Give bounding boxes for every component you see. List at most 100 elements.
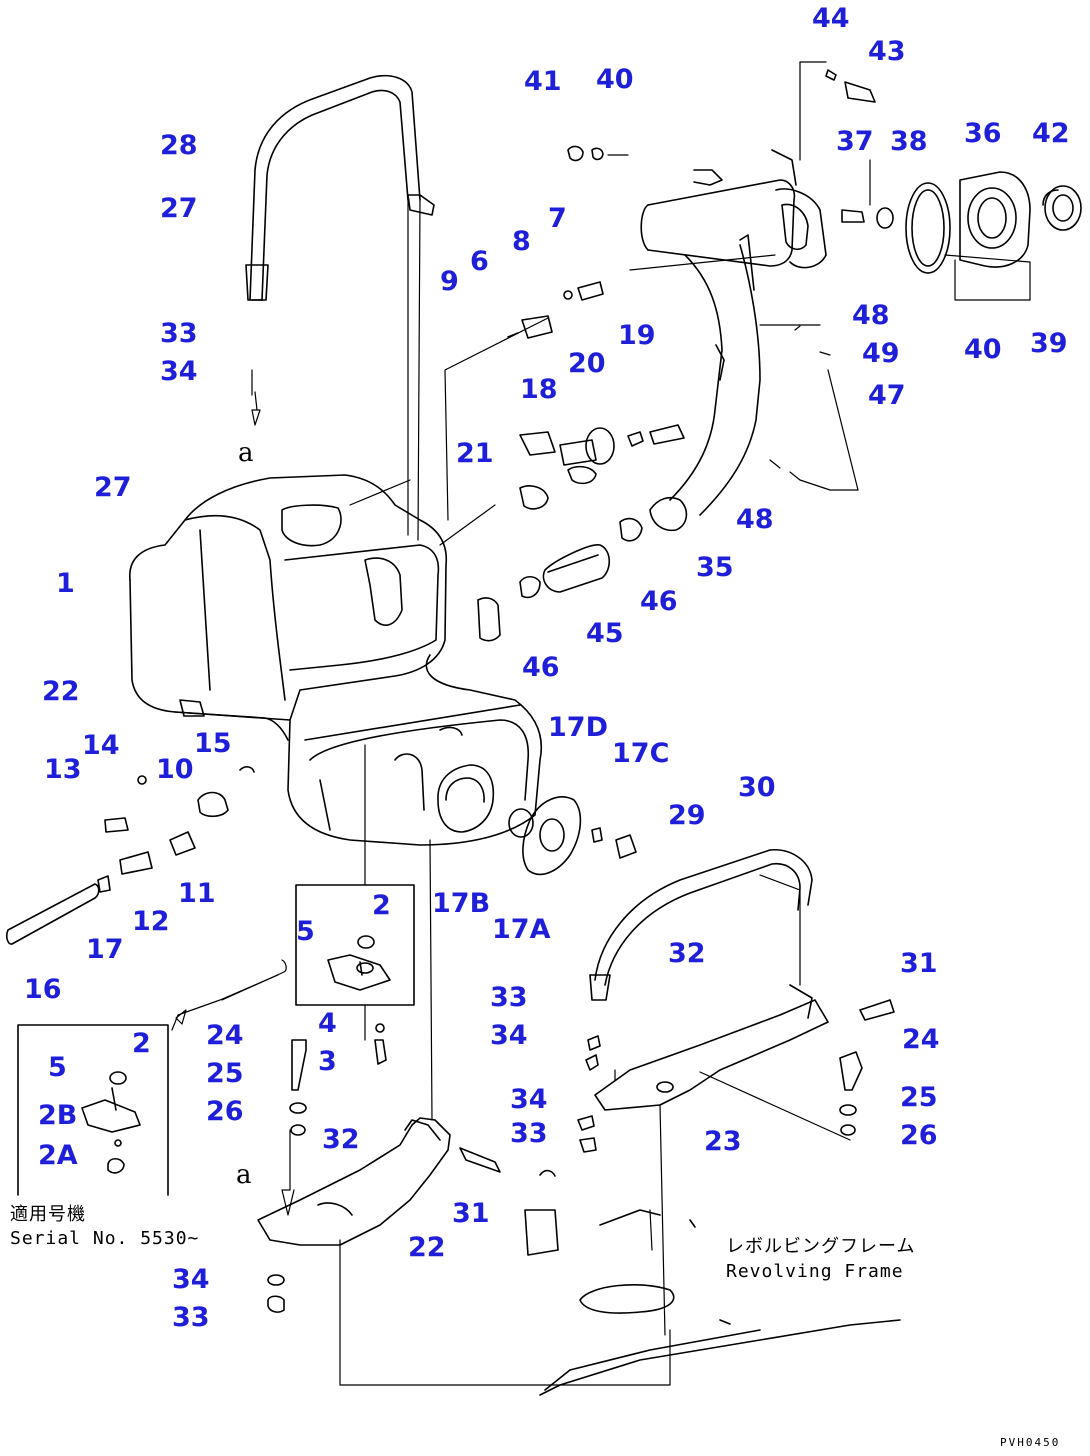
label-25-left: 25 (206, 1058, 244, 1089)
label-21: 21 (456, 438, 494, 469)
cap-assembly (841, 171, 1082, 274)
leader-lines (171, 61, 1031, 1386)
label-34-right-mid: 34 (510, 1084, 548, 1115)
hose-and-clamps (519, 485, 643, 599)
flange-17A (508, 796, 637, 876)
label-46-right: 46 (640, 586, 678, 617)
label-16: 16 (24, 974, 62, 1005)
label-2B: 2B (38, 1100, 78, 1131)
label-2-serial: 2 (132, 1028, 151, 1059)
filler-neck (640, 149, 827, 532)
label-29: 29 (668, 800, 706, 831)
label-28: 28 (160, 130, 198, 161)
label-8: 8 (512, 226, 531, 257)
label-24-left: 24 (206, 1020, 244, 1051)
bracket-23 (594, 984, 829, 1111)
label-33-right-mid: 33 (510, 1118, 548, 1149)
handrail-bottom (589, 849, 813, 1001)
label-33-bottom: 33 (172, 1302, 210, 1333)
top-bolts (507, 281, 604, 339)
label-42: 42 (1032, 118, 1070, 149)
label-17B: 17B (432, 888, 491, 919)
label-18: 18 (520, 374, 558, 405)
label-17: 17 (86, 934, 124, 965)
label-40-bottom: 40 (964, 334, 1002, 365)
label-12: 12 (132, 906, 170, 937)
label-17C: 17C (612, 738, 670, 769)
label-6: 6 (470, 246, 489, 277)
label-27-mid: 27 (94, 472, 132, 503)
label-7: 7 (548, 203, 567, 234)
label-27-top: 27 (160, 193, 198, 224)
label-44: 44 (812, 3, 850, 34)
mount-bolts (267, 999, 895, 1313)
label-46-left: 46 (522, 652, 560, 683)
label-14: 14 (82, 730, 120, 761)
handrail-top (245, 74, 435, 301)
label-33-right: 33 (490, 982, 528, 1013)
view-mark-bottom: a (236, 1160, 252, 1190)
serial-note-japanese: 適用号機 (10, 1204, 86, 1225)
label-48-bottom: 48 (736, 504, 774, 535)
serial-note-english: Serial No. 5530~ (10, 1228, 200, 1249)
label-3: 3 (318, 1046, 337, 1077)
label-31-left: 31 (452, 1198, 490, 1229)
label-17D: 17D (548, 712, 608, 743)
frame-note-japanese: レボルビングフレーム (726, 1236, 916, 1257)
label-31-right: 31 (900, 948, 938, 979)
label-34-right-top: 34 (490, 1020, 528, 1051)
label-24-right: 24 (902, 1024, 940, 1055)
frame-note-english: Revolving Frame (726, 1261, 904, 1282)
label-41: 41 (524, 66, 562, 97)
label-37: 37 (836, 126, 874, 157)
label-26-left: 26 (206, 1096, 244, 1127)
label-22-bottom: 22 (408, 1232, 446, 1263)
label-22-top: 22 (42, 676, 80, 707)
bracket-22 (257, 1117, 451, 1246)
drawing-code: PVH0450 (1000, 1436, 1061, 1449)
label-15: 15 (194, 728, 232, 759)
label-2A: 2A (38, 1140, 78, 1171)
label-23: 23 (704, 1126, 742, 1157)
serial-inset (17, 1024, 169, 1196)
label-49: 49 (862, 338, 900, 369)
label-39: 39 (1030, 328, 1068, 359)
label-48-top: 48 (852, 300, 890, 331)
label-32-right: 32 (668, 938, 706, 969)
label-32-left: 32 (322, 1124, 360, 1155)
label-5-inset: 5 (296, 916, 315, 947)
level-gauge (519, 424, 685, 485)
label-11: 11 (178, 878, 216, 909)
view-mark-top: a (238, 438, 254, 468)
label-10: 10 (156, 754, 194, 785)
fuel-tank (129, 474, 542, 846)
label-47: 47 (868, 380, 906, 411)
nut-washer (567, 69, 876, 162)
label-2-inset: 2 (372, 890, 391, 921)
label-45: 45 (586, 618, 624, 649)
label-38: 38 (890, 126, 928, 157)
label-4: 4 (318, 1008, 337, 1039)
label-1: 1 (56, 568, 75, 599)
label-25-right: 25 (900, 1082, 938, 1113)
label-13: 13 (44, 754, 82, 785)
label-17A: 17A (492, 914, 551, 945)
drain-valve (5, 766, 255, 945)
label-34-top: 34 (160, 356, 198, 387)
label-34-bottom: 34 (172, 1264, 210, 1295)
label-33-top: 33 (160, 318, 198, 349)
label-35: 35 (696, 552, 734, 583)
label-40-top: 40 (596, 64, 634, 95)
revolving-frame (524, 1169, 901, 1396)
label-9: 9 (440, 266, 459, 297)
label-30: 30 (738, 772, 776, 803)
label-36: 36 (964, 118, 1002, 149)
label-5-serial: 5 (48, 1052, 67, 1083)
label-26-right: 26 (900, 1120, 938, 1151)
label-19: 19 (618, 320, 656, 351)
label-20: 20 (568, 348, 606, 379)
label-43: 43 (868, 36, 906, 67)
inset-detail-box (295, 884, 415, 1006)
